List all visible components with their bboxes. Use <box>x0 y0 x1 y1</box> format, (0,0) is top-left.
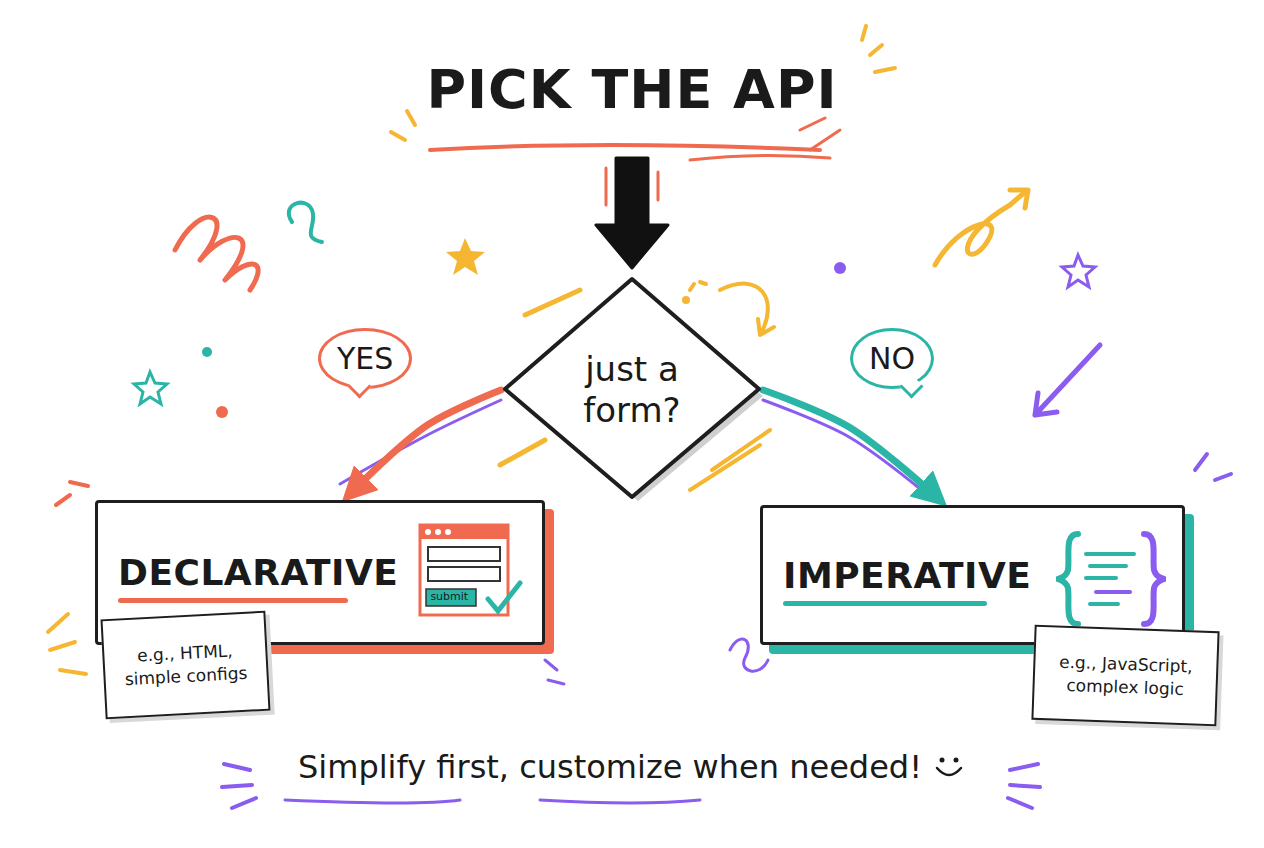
bubble-tail <box>899 374 923 398</box>
bubble-tail <box>347 374 371 398</box>
icon-stroke <box>1096 590 1130 594</box>
icon-stroke <box>488 583 520 611</box>
note-text: e.g., HTML, simple configs <box>114 638 257 691</box>
doodle-stroke <box>834 262 846 274</box>
note-text: e.g., JavaScript, complex logic <box>1044 650 1207 701</box>
doodle-stroke <box>289 203 322 242</box>
doodle-stroke <box>690 282 706 290</box>
icon-stroke <box>420 525 508 615</box>
icon-stroke <box>435 529 441 535</box>
doodle-stroke <box>1035 345 1100 415</box>
icon-stroke <box>428 547 500 561</box>
title: PICK THE API <box>0 58 1264 121</box>
speech-bubble: YES <box>318 328 412 389</box>
box-heading: IMPERATIVE <box>783 555 1031 596</box>
doodle-stroke <box>1062 255 1095 287</box>
doodles <box>48 26 1231 808</box>
form-icon: submit <box>416 521 526 626</box>
process-box: IMPERATIVEe.g., JavaScript, complex logi… <box>760 505 1185 645</box>
heading-underline <box>783 601 987 606</box>
doodle-stroke <box>430 145 820 150</box>
caption-row: Simplify first, customize when needed! <box>0 748 1264 786</box>
doodle-stroke <box>720 284 774 335</box>
doodle-stroke <box>134 372 167 404</box>
code-icon <box>1056 526 1166 631</box>
doodle-stroke <box>56 482 88 505</box>
title-arrow <box>596 158 668 268</box>
decision-text: just a form? <box>557 349 707 431</box>
speech-bubble: NO <box>850 328 934 389</box>
doodle-stroke <box>175 217 258 290</box>
doodle-stroke <box>48 614 86 674</box>
doodle-stroke <box>1010 190 1028 208</box>
note-card: e.g., JavaScript, complex logic <box>1031 625 1219 726</box>
smiley-eye <box>939 758 944 763</box>
icon-stroke <box>425 529 431 535</box>
edge-label: NO <box>869 341 915 376</box>
doodle-stroke <box>216 406 228 418</box>
doodle-stroke <box>391 111 415 140</box>
decision-diamond: just a form? <box>497 275 767 505</box>
edge-label: YES <box>337 341 393 376</box>
heading-underline <box>118 598 348 603</box>
doodle-stroke <box>202 347 212 357</box>
icon-stroke <box>428 567 500 581</box>
doodle-stroke <box>285 800 700 803</box>
doodle-stroke <box>545 660 564 684</box>
doodle-stroke <box>1008 764 1040 808</box>
smiley-icon <box>932 750 966 784</box>
icon-stroke <box>1086 552 1134 556</box>
icon-drawing <box>1056 526 1166 631</box>
icon-stroke <box>420 525 508 539</box>
doodle-stroke <box>446 238 485 275</box>
process-box: DECLARATIVEe.g., HTML, simple configssub… <box>95 500 545 645</box>
box-heading: DECLARATIVE <box>118 552 398 593</box>
icon-stroke <box>1086 576 1116 580</box>
icon-stroke <box>445 529 451 535</box>
connector-arrow <box>354 390 501 490</box>
caption: Simplify first, customize when needed! <box>298 748 922 786</box>
icon-stroke <box>1144 534 1164 624</box>
doodle-stroke <box>690 118 840 160</box>
connector-accent <box>340 400 501 484</box>
smiley-eye <box>953 758 958 763</box>
doodle-stroke <box>935 192 1025 265</box>
icon-stroke <box>1090 602 1118 606</box>
note-card: e.g., HTML, simple configs <box>100 611 270 719</box>
doodle-stroke <box>1195 454 1231 480</box>
connector-arrow <box>763 390 934 495</box>
button-label: submit <box>430 590 468 603</box>
smiley-mouth <box>937 768 961 775</box>
doodle-stroke <box>682 296 690 304</box>
doodle-stroke <box>606 168 658 205</box>
icon-drawing <box>416 521 526 626</box>
connector-accent <box>763 400 920 489</box>
icon-stroke <box>1090 564 1126 568</box>
doodle-stroke <box>222 764 256 808</box>
diamond-border <box>505 279 759 497</box>
doodle-stroke <box>596 158 668 268</box>
icon-stroke <box>426 589 476 606</box>
icon-stroke <box>1058 534 1078 624</box>
doodle-stroke <box>862 26 895 72</box>
